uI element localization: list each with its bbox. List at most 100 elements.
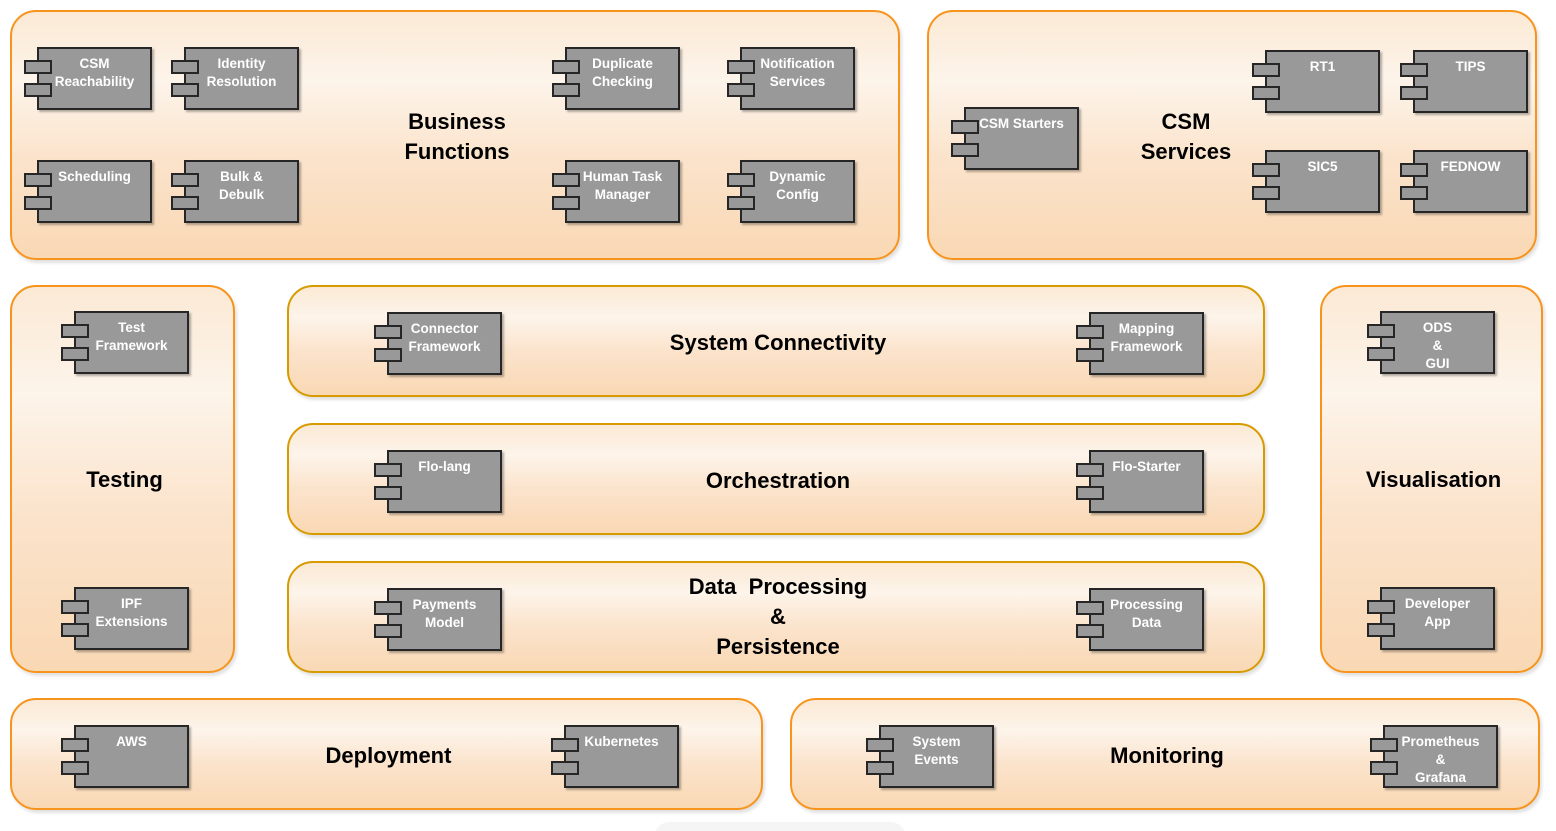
group-system-connectivity[interactable]: System Connectivity Connector Framework …: [287, 285, 1265, 397]
component-connector-framework[interactable]: Connector Framework: [374, 312, 502, 375]
component-tab-icon: [1400, 63, 1428, 77]
component-tab-icon: [1367, 324, 1395, 338]
component-tab-icon: [61, 623, 89, 637]
group-title: Orchestration: [705, 468, 851, 493]
component-tab-icon: [1252, 86, 1280, 100]
component-system-events[interactable]: System Events: [866, 725, 994, 788]
component-notification-services[interactable]: Notification Services: [727, 47, 855, 110]
group-title: System Connectivity: [669, 330, 887, 355]
component-tab-icon: [61, 738, 89, 752]
component-csm-starters[interactable]: CSM Starters: [951, 107, 1079, 170]
group-orchestration[interactable]: Orchestration Flo-lang Flo-Starter: [287, 423, 1265, 535]
group-title: CSM Services: [1140, 109, 1232, 164]
component-label: Test Framework: [95, 320, 168, 353]
group-business-functions[interactable]: Business Functions CSM Reachability Iden…: [10, 10, 900, 260]
component-tab-icon: [1400, 186, 1428, 200]
component-label: TIPS: [1455, 59, 1486, 74]
component-tab-icon: [171, 83, 199, 97]
component-tab-icon: [866, 738, 894, 752]
group-csm-services[interactable]: CSM Services CSM Starters RT1 TIPS SIC5 …: [927, 10, 1537, 260]
component-mapping-framework[interactable]: Mapping Framework: [1076, 312, 1204, 375]
component-flo-lang[interactable]: Flo-lang: [374, 450, 502, 513]
component-tab-icon: [551, 761, 579, 775]
component-tab-icon: [552, 173, 580, 187]
component-ipf-extensions[interactable]: IPF Extensions: [61, 587, 189, 650]
component-tab-icon: [374, 325, 402, 339]
group-monitoring[interactable]: Monitoring System Events Prometheus & Gr…: [790, 698, 1540, 810]
component-bulk-debulk[interactable]: Bulk & Debulk: [171, 160, 299, 223]
component-tab-icon: [1076, 624, 1104, 638]
component-tab-icon: [1400, 86, 1428, 100]
component-tab-icon: [951, 143, 979, 157]
component-label: IPF Extensions: [95, 596, 168, 629]
component-tab-icon: [24, 60, 52, 74]
component-aws[interactable]: AWS: [61, 725, 189, 788]
component-label: Identity Resolution: [206, 56, 277, 89]
group-title: Business Functions: [404, 109, 510, 164]
component-kubernetes[interactable]: Kubernetes: [551, 725, 679, 788]
component-label: Developer App: [1404, 596, 1471, 629]
component-label: Kubernetes: [584, 734, 659, 749]
component-payments-model[interactable]: Payments Model: [374, 588, 502, 651]
component-tab-icon: [727, 196, 755, 210]
component-tab-icon: [171, 196, 199, 210]
component-identity-resolution[interactable]: Identity Resolution: [171, 47, 299, 110]
component-tab-icon: [1252, 163, 1280, 177]
component-tab-icon: [24, 196, 52, 210]
component-label: Duplicate Checking: [592, 56, 653, 89]
group-title: Data Processing & Persistence: [688, 574, 868, 659]
component-tips[interactable]: TIPS: [1400, 50, 1528, 113]
group-visualisation[interactable]: Visualisation ODS & GUI Developer App: [1320, 285, 1543, 673]
component-duplicate-checking[interactable]: Duplicate Checking: [552, 47, 680, 110]
component-tab-icon: [61, 347, 89, 361]
component-label: Flo-Starter: [1112, 459, 1181, 474]
component-dynamic-config[interactable]: Dynamic Config: [727, 160, 855, 223]
group-testing[interactable]: Testing Test Framework IPF Extensions: [10, 285, 235, 673]
component-tab-icon: [866, 761, 894, 775]
component-scheduling[interactable]: Scheduling: [24, 160, 152, 223]
component-label: Processing Data: [1110, 597, 1183, 630]
component-ods-gui[interactable]: ODS & GUI: [1367, 311, 1495, 374]
component-tab-icon: [1076, 325, 1104, 339]
component-label: ODS & GUI: [1422, 320, 1453, 371]
component-human-task-manager[interactable]: Human Task Manager: [552, 160, 680, 223]
component-tab-icon: [1076, 463, 1104, 477]
component-tab-icon: [1252, 186, 1280, 200]
group-title: Monitoring: [1110, 743, 1224, 768]
group-title: Visualisation: [1365, 467, 1502, 492]
component-label: Prometheus & Grafana: [1401, 734, 1480, 785]
component-tab-icon: [374, 601, 402, 615]
component-tab-icon: [61, 761, 89, 775]
component-label: Scheduling: [58, 169, 131, 184]
group-data-processing-persistence[interactable]: Data Processing & Persistence Payments M…: [287, 561, 1265, 673]
component-label: CSM Starters: [979, 116, 1064, 131]
component-tab-icon: [1370, 761, 1398, 775]
component-processing-data[interactable]: Processing Data: [1076, 588, 1204, 651]
component-label: Payments Model: [412, 597, 477, 630]
component-prometheus-grafana[interactable]: Prometheus & Grafana: [1370, 725, 1498, 788]
component-test-framework[interactable]: Test Framework: [61, 311, 189, 374]
component-label: Flo-lang: [418, 459, 471, 474]
component-rt1[interactable]: RT1: [1252, 50, 1380, 113]
component-tab-icon: [61, 600, 89, 614]
component-tab-icon: [24, 83, 52, 97]
component-csm-reachability[interactable]: CSM Reachability: [24, 47, 152, 110]
component-label: Notification Services: [760, 56, 835, 89]
viewer-toolbar-partial[interactable]: [655, 822, 905, 831]
component-tab-icon: [1400, 163, 1428, 177]
component-flo-starter[interactable]: Flo-Starter: [1076, 450, 1204, 513]
group-title: Deployment: [325, 743, 452, 768]
group-deployment[interactable]: Deployment AWS Kubernetes: [10, 698, 763, 810]
component-label: Connector Framework: [408, 321, 481, 354]
component-sic5[interactable]: SIC5: [1252, 150, 1380, 213]
component-tab-icon: [1367, 623, 1395, 637]
component-tab-icon: [1076, 601, 1104, 615]
component-fednow[interactable]: FEDNOW: [1400, 150, 1528, 213]
component-tab-icon: [727, 173, 755, 187]
component-tab-icon: [374, 348, 402, 362]
component-tab-icon: [551, 738, 579, 752]
component-label: SIC5: [1307, 159, 1338, 174]
component-tab-icon: [552, 196, 580, 210]
component-developer-app[interactable]: Developer App: [1367, 587, 1495, 650]
component-label: CSM Reachability: [54, 56, 135, 89]
